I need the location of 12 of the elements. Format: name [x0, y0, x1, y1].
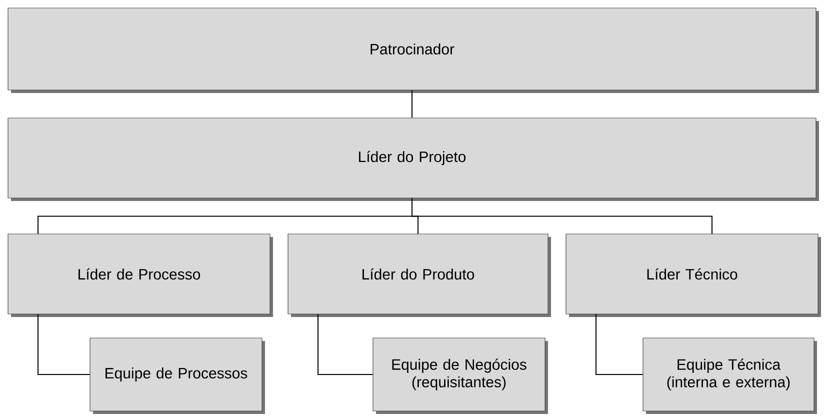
- team-box: Equipe de Negócios (requisitantes): [372, 338, 548, 414]
- team-box: Equipe de Processos: [90, 338, 265, 414]
- role-box: Líder do Produto: [288, 234, 551, 317]
- connector-line: [38, 314, 90, 375]
- role-box: Líder Técnico: [566, 234, 821, 317]
- role-box: Líder de Processo: [8, 234, 273, 317]
- role-box: Líder do Projeto: [8, 118, 819, 201]
- connector-line: [318, 314, 374, 375]
- connector-line: [596, 314, 644, 375]
- role-box: Patrocinador: [8, 8, 819, 93]
- team-box: Equipe Técnica (interna e externa): [642, 338, 817, 414]
- connector-line: [412, 198, 712, 234]
